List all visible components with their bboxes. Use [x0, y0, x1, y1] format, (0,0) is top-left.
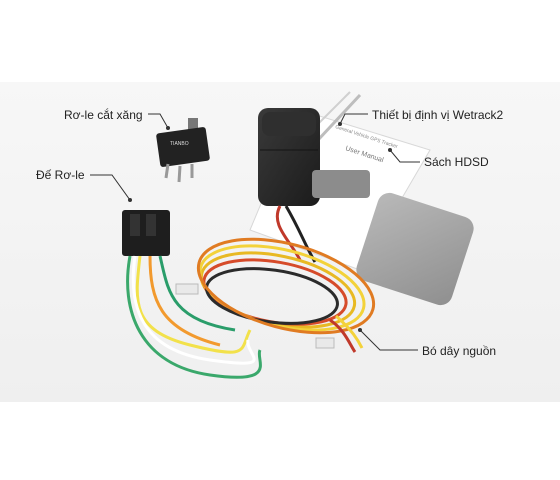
fuel-cut-relay: TIANBO — [156, 118, 210, 183]
power-harness — [175, 237, 376, 353]
relay-socket — [122, 210, 262, 379]
callout-dots — [128, 122, 392, 332]
adhesive-pad — [356, 192, 474, 306]
relay-brand: TIANBO — [170, 141, 189, 147]
label-manual: Sách HDSD — [424, 155, 489, 169]
gps-tracker — [258, 91, 370, 263]
label-tracker: Thiết bị định vị Wetrack2 — [372, 108, 504, 122]
label-relay: Rơ-le cắt xăng — [64, 108, 143, 122]
callout-lines — [90, 113, 420, 351]
label-relay-socket: Đế Rơ-le — [36, 168, 85, 182]
label-harness: Bó dây nguồn — [422, 344, 497, 358]
